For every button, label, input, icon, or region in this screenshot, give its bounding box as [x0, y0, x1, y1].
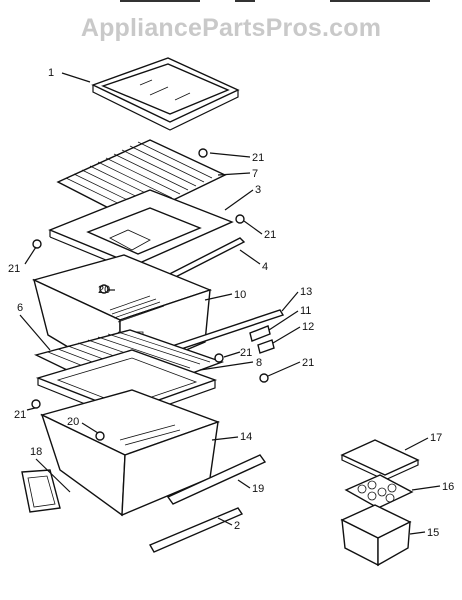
callout-13: 13 [300, 286, 312, 298]
part-glass-shelf [91, 57, 240, 131]
callout-21: 21 [8, 263, 20, 275]
cropped-header-line [120, 0, 200, 2]
part-lower-crisper-drawer [40, 389, 221, 517]
callout-leader-lines [19, 72, 441, 535]
screw-icon [214, 353, 224, 363]
callout-2: 2 [234, 520, 240, 532]
callout-12: 12 [302, 321, 314, 333]
screw-icon [235, 214, 245, 224]
callout-11: 11 [300, 305, 311, 317]
callout-7: 7 [252, 168, 258, 180]
callout-21: 21 [302, 357, 314, 369]
fasteners [31, 148, 269, 441]
callout-16: 16 [442, 481, 454, 493]
callout-15: 15 [427, 527, 439, 539]
screw-icon [31, 399, 41, 409]
callout-6: 6 [17, 302, 23, 314]
callout-21: 21 [14, 409, 26, 421]
callout-labels: 1 21 7 3 21 21 4 20 10 13 6 11 12 21 8 2… [8, 67, 454, 539]
callout-4: 4 [262, 261, 268, 273]
callout-10: 10 [234, 289, 246, 301]
callout-17: 17 [430, 432, 442, 444]
watermark: AppliancePartsPros.com [80, 14, 382, 42]
callout-21: 21 [240, 347, 252, 359]
part-butter-compartment [340, 439, 420, 567]
callout-1: 1 [48, 67, 54, 79]
callout-20: 20 [67, 416, 79, 428]
screw-icon [32, 239, 42, 249]
part-nameplate [21, 469, 61, 513]
callout-20: 20 [98, 284, 110, 296]
screw-icon [95, 431, 105, 441]
part-lower-shelf-frame [33, 329, 225, 421]
cropped-header-line [235, 0, 255, 2]
part-crisper-cover-frame [48, 189, 234, 273]
callout-14: 14 [240, 431, 252, 443]
callout-3: 3 [255, 184, 261, 196]
callout-18: 18 [30, 446, 42, 458]
screw-icon [259, 373, 269, 383]
callout-8: 8 [256, 357, 262, 369]
cropped-header-line [330, 0, 430, 2]
callout-21: 21 [252, 152, 264, 164]
callout-21: 21 [264, 229, 276, 241]
callout-19: 19 [252, 483, 264, 495]
screw-icon [198, 148, 208, 158]
screw-icon [99, 284, 109, 294]
